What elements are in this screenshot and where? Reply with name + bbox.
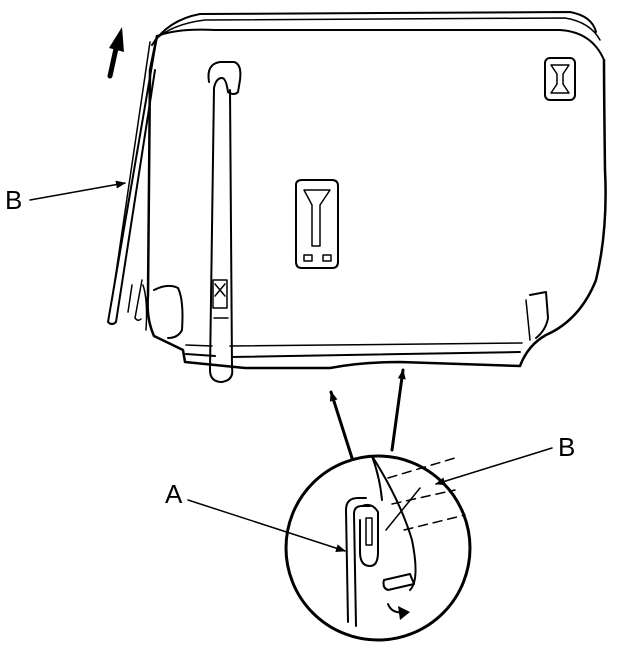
bottom-latch-icon [295,179,339,269]
callout-b-side-panel: B [5,185,22,215]
callout-b-detail: B [558,432,575,462]
direction-arrow-icon [107,27,124,79]
detail-pointer-arrows [329,368,406,460]
leader-lines [29,180,553,553]
callout-a: A [165,479,183,509]
seat-back-cushion [142,11,607,370]
seat-belt-strap [207,61,242,383]
flat-clip-icon [544,57,576,101]
detail-circle [284,454,472,642]
side-panel [107,35,158,325]
